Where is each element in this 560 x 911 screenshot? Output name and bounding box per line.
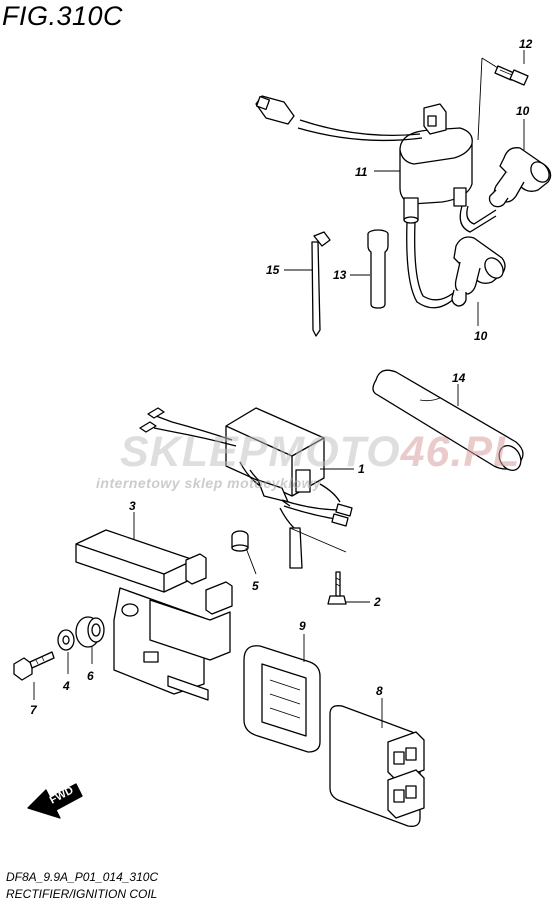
part-6-grommet[interactable] [75, 616, 105, 648]
part-5-collar[interactable] [231, 530, 249, 552]
callout-3: 3 [129, 499, 136, 513]
diagram-code: DF8A_9.9A_P01_014_310C [6, 870, 159, 884]
watermark-brand-a: SKLEP [120, 428, 269, 476]
diagram-subtitle: RECTIFIER/IGNITION COIL [6, 887, 158, 901]
callout-11: 11 [355, 165, 368, 179]
part-13-tube[interactable] [367, 229, 389, 309]
callout-6: 6 [87, 669, 94, 683]
watermark-tagline: internetowy sklep motocyklowy [96, 475, 322, 491]
callout-10-upper: 10 [516, 104, 530, 118]
part-15-cable-tie[interactable] [311, 231, 331, 337]
part-10-plug-cap-lower[interactable] [451, 236, 507, 307]
part-14-sleeve[interactable] [372, 369, 525, 474]
part-7-bolt[interactable] [13, 651, 55, 681]
part-10-plug-cap-upper[interactable] [488, 147, 553, 208]
callout-15: 15 [266, 263, 280, 277]
part-9-cover[interactable] [243, 645, 321, 753]
part-3-bracket[interactable] [75, 529, 233, 701]
part-11-ignition-coil[interactable] [255, 95, 497, 309]
watermark-brand: SKLEPMOTO46.PL [120, 428, 520, 477]
callout-4: 4 [62, 679, 70, 693]
figure-title: FIG.310C [2, 1, 124, 31]
part-8-connector[interactable] [329, 705, 425, 827]
callout-10-lower: 10 [474, 329, 488, 343]
watermark-brand-c: 46.PL [400, 428, 521, 476]
callout-14: 14 [452, 371, 466, 385]
callout-12: 12 [519, 37, 533, 51]
callout-7: 7 [30, 703, 38, 717]
callout-5: 5 [252, 579, 259, 593]
callout-8: 8 [376, 684, 383, 698]
callout-2: 2 [373, 595, 381, 609]
part-1-rectifier[interactable] [139, 407, 353, 569]
callout-1: 1 [358, 462, 365, 476]
watermark-brand-b: MOTO [268, 428, 401, 476]
callout-9: 9 [299, 619, 306, 633]
part-4-washer[interactable] [57, 629, 75, 651]
part-2-bolt[interactable] [327, 571, 347, 605]
callout-13: 13 [333, 268, 347, 282]
part-12-bolt[interactable] [494, 65, 529, 86]
fwd-arrow-icon: FWD [27, 783, 83, 819]
